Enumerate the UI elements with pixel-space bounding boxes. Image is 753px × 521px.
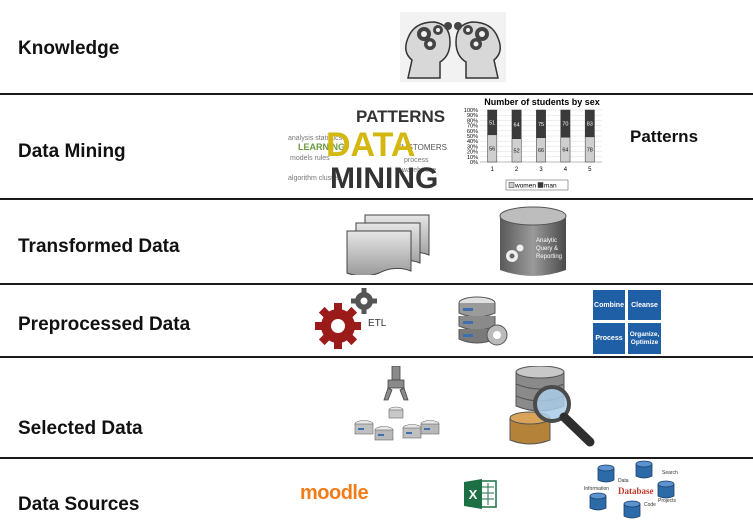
chart-data-label: 78 bbox=[587, 147, 593, 153]
layer-divider bbox=[0, 93, 753, 95]
chart-data-label: 51 bbox=[489, 120, 495, 126]
layer-label-data-sources: Data Sources bbox=[18, 494, 140, 515]
layer-divider bbox=[0, 198, 753, 200]
chart-ytick-label: 80% bbox=[467, 118, 478, 124]
chart-data-label: 56 bbox=[489, 146, 495, 152]
db-word: Database bbox=[618, 486, 654, 496]
students-by-sex-chart: Number of students by sex 0%10%20%30%40%… bbox=[464, 97, 602, 191]
db-small-search: Search bbox=[662, 470, 678, 476]
layer-divider bbox=[0, 356, 753, 358]
layer-label-transformed-data: Transformed Data bbox=[18, 236, 180, 257]
chart-xtick-label: 4 bbox=[564, 167, 568, 173]
robotic-arm-selection-icon bbox=[354, 366, 440, 441]
tile-combine: Combine bbox=[593, 290, 625, 320]
chart-xtick-label: 3 bbox=[539, 167, 543, 173]
legend-label-women: women bbox=[514, 183, 536, 190]
chart-bar-man-2 bbox=[511, 109, 522, 139]
tile-organize: Organize, Optimize bbox=[628, 323, 661, 354]
tile-cleanse: Cleanse bbox=[628, 290, 661, 320]
chart-data-label: 64 bbox=[514, 122, 520, 128]
chart-xtick-label: 1 bbox=[491, 167, 495, 173]
excel-letter: X bbox=[469, 487, 478, 502]
db-small-information: Information bbox=[584, 486, 609, 492]
olap-line1: Analytic bbox=[536, 238, 557, 244]
stacked-documents-icon bbox=[346, 214, 430, 275]
tile-organize-line2: Optimize bbox=[630, 338, 659, 346]
db-small-code: Code bbox=[644, 502, 656, 508]
layer-label-knowledge: Knowledge bbox=[18, 38, 120, 59]
wordcloud-learning: LEARNING bbox=[298, 142, 345, 152]
tile-organize-line1: Organize, bbox=[629, 330, 660, 338]
olap-line3: Reporting bbox=[536, 254, 562, 260]
chart-ytick-label: 10% bbox=[467, 155, 478, 161]
database-settings-icon bbox=[458, 296, 508, 346]
excel-icon: X bbox=[464, 479, 497, 509]
layer-label-data-mining: Data Mining bbox=[18, 141, 126, 162]
data-prep-tiles: Combine Cleanse Process Organize, Optimi… bbox=[593, 290, 661, 354]
chart-ytick-label: 40% bbox=[467, 139, 478, 145]
chart-ytick-label: 20% bbox=[467, 150, 478, 156]
etl-label: ETL bbox=[368, 318, 387, 329]
data-mining-wordcloud: analysis statistics models rules process… bbox=[288, 107, 447, 192]
olap-line2: Query & bbox=[536, 246, 558, 252]
etl-gears-icon: ETL bbox=[315, 288, 387, 349]
wordcloud-customers: CUSTOMERS bbox=[396, 143, 447, 152]
db-small-data: Data bbox=[618, 478, 629, 484]
svg-text:analysis statistics: analysis statistics bbox=[288, 135, 343, 142]
chart-bar-man-3 bbox=[536, 109, 546, 138]
db-small-projects: Projects bbox=[658, 498, 677, 504]
chart-data-label: 52 bbox=[514, 148, 520, 154]
layer-divider bbox=[0, 283, 753, 285]
chart-data-label: 64 bbox=[562, 148, 568, 154]
tile-process: Process bbox=[593, 323, 625, 354]
chart-data-label: 83 bbox=[587, 121, 593, 127]
chart-data-label: 70 bbox=[562, 122, 568, 128]
moodle-logo: moodle bbox=[300, 482, 369, 504]
svg-text:warehouse: warehouse bbox=[401, 167, 436, 174]
brain-gears-image bbox=[400, 12, 506, 82]
patterns-label: Patterns bbox=[630, 127, 699, 146]
chart-data-label: 66 bbox=[538, 148, 544, 154]
database-search-icon bbox=[509, 366, 595, 447]
chart-ytick-label: 60% bbox=[467, 129, 478, 135]
chart-ytick-label: 0% bbox=[470, 160, 478, 166]
chart-ytick-label: 30% bbox=[467, 144, 478, 150]
svg-text:process: process bbox=[404, 157, 429, 164]
chart-ytick-label: 90% bbox=[467, 113, 478, 119]
wordcloud-mining: MINING bbox=[330, 162, 438, 192]
chart-ytick-label: 70% bbox=[467, 124, 478, 130]
svg-text:models rules: models rules bbox=[290, 155, 330, 162]
layer-label-selected-data: Selected Data bbox=[18, 418, 143, 439]
legend-swatch-women bbox=[508, 182, 515, 188]
chart-bar-man-1 bbox=[487, 109, 498, 136]
chart-bar-man-4 bbox=[560, 109, 571, 138]
database-cloud-icon: Database Data Information Search Project… bbox=[584, 460, 678, 519]
chart-xtick-label: 2 bbox=[515, 167, 519, 173]
chart-title: Number of students by sex bbox=[484, 97, 600, 107]
chart-data-label: 75 bbox=[538, 122, 544, 128]
legend-swatch-man bbox=[537, 182, 544, 188]
wordcloud-data: DATA bbox=[326, 126, 415, 164]
legend-label-man: man bbox=[544, 183, 557, 190]
wordcloud-patterns: PATTERNS bbox=[356, 107, 445, 126]
svg-text:algorithm cluster: algorithm cluster bbox=[288, 175, 340, 182]
chart-ytick-label: 100% bbox=[464, 108, 478, 114]
chart-bar-man-5 bbox=[584, 109, 595, 138]
layer-divider bbox=[0, 457, 753, 459]
chart-xtick-label: 5 bbox=[588, 167, 592, 173]
chart-ytick-label: 50% bbox=[467, 134, 478, 140]
olap-database-icon: Analytic Query & Reporting bbox=[499, 206, 567, 276]
layer-label-preprocessed-data: Preprocessed Data bbox=[18, 314, 191, 335]
